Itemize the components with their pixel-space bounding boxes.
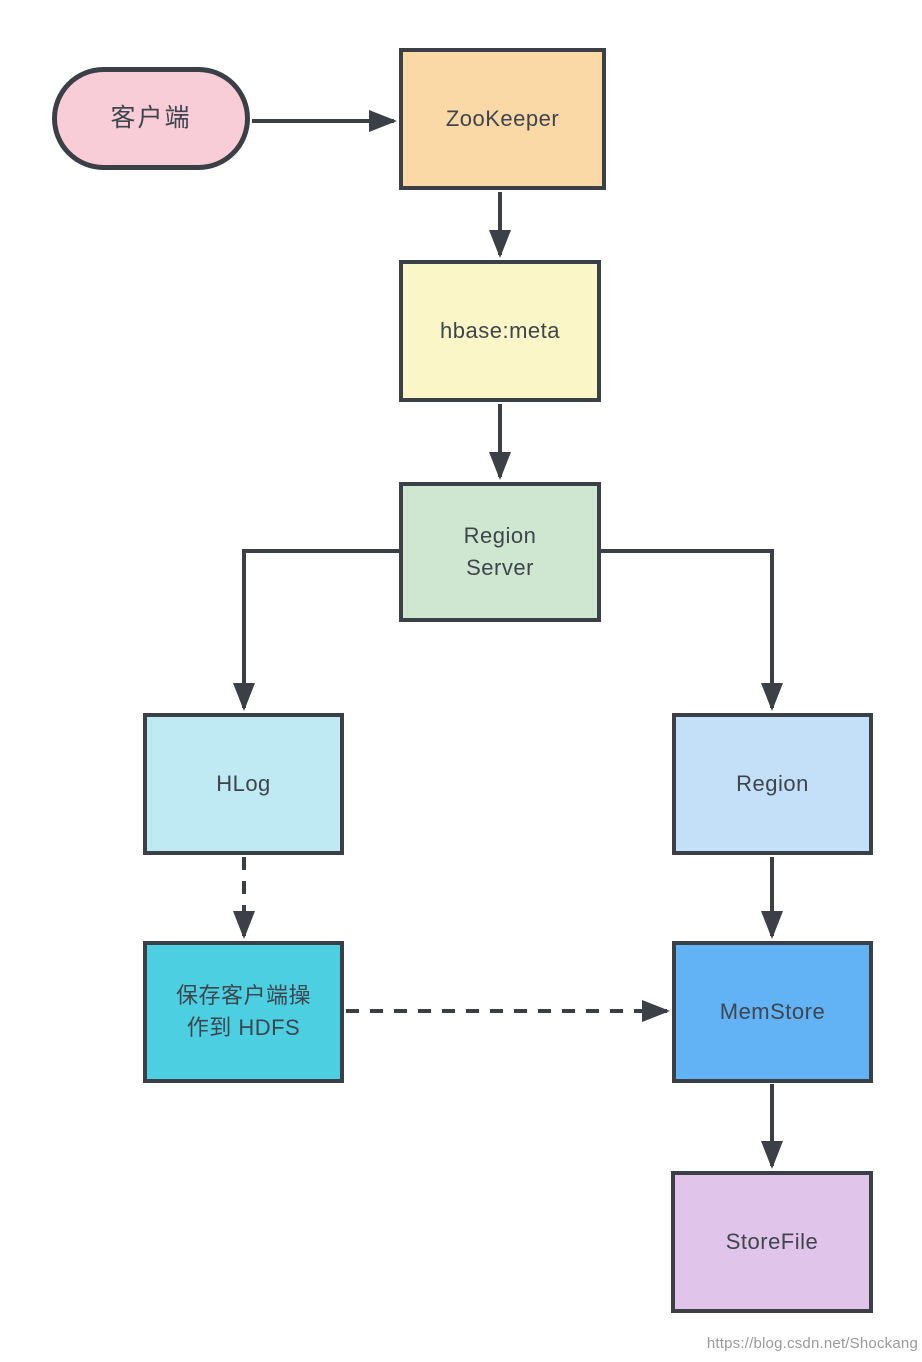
node-region: Region	[672, 713, 873, 855]
node-memstore: MemStore	[672, 941, 873, 1083]
node-zookeeper: ZooKeeper	[399, 48, 606, 190]
node-region-server: Region Server	[399, 482, 601, 622]
arrow-region-server-region	[601, 549, 783, 711]
node-save-hdfs: 保存客户端操 作到 HDFS	[143, 941, 344, 1083]
node-hbase-meta: hbase:meta	[399, 260, 601, 402]
node-client: 客户端	[52, 67, 250, 170]
node-hlog: HLog	[143, 713, 344, 855]
node-storefile: StoreFile	[671, 1171, 873, 1313]
watermark-url: https://blog.csdn.net/Shockang	[706, 1335, 918, 1352]
arrow-region-server-hlog	[233, 549, 399, 711]
